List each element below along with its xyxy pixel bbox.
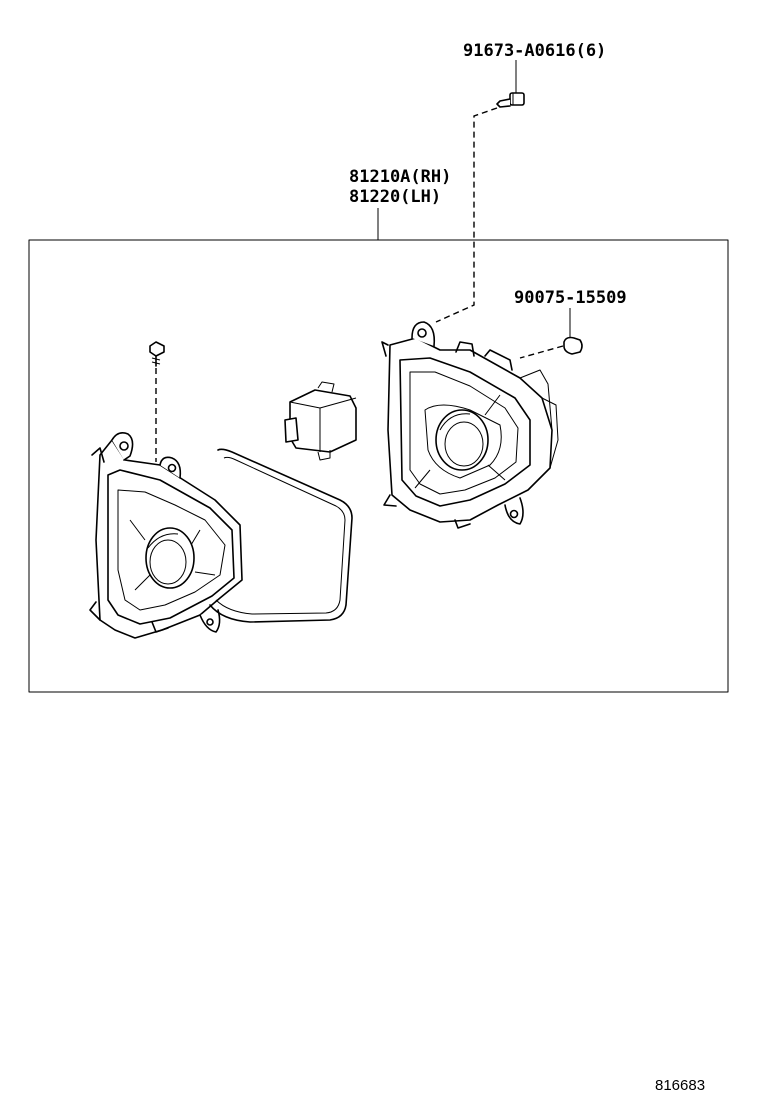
fog-lamp-rh-icon bbox=[381, 321, 559, 529]
figure-reference: 816683 bbox=[655, 1077, 705, 1094]
screw-icon bbox=[149, 341, 165, 367]
bolt-part-label: 91673-A0616(6) bbox=[463, 41, 606, 61]
clip-leader-dashed bbox=[519, 345, 564, 359]
bolt-icon bbox=[496, 60, 525, 108]
bolt-leader-dashed bbox=[435, 107, 498, 323]
assembly-lh-label: 81220(LH) bbox=[349, 187, 441, 207]
connector-module-icon bbox=[284, 381, 357, 461]
gasket-inner-outline bbox=[215, 456, 346, 615]
clip-icon bbox=[563, 308, 583, 355]
gasket-outline bbox=[209, 448, 353, 623]
clip-part-label: 90075-15509 bbox=[514, 288, 627, 308]
assembly-rh-label: 81210A(RH) bbox=[349, 167, 451, 187]
fog-lamp-lh-icon bbox=[89, 432, 243, 639]
